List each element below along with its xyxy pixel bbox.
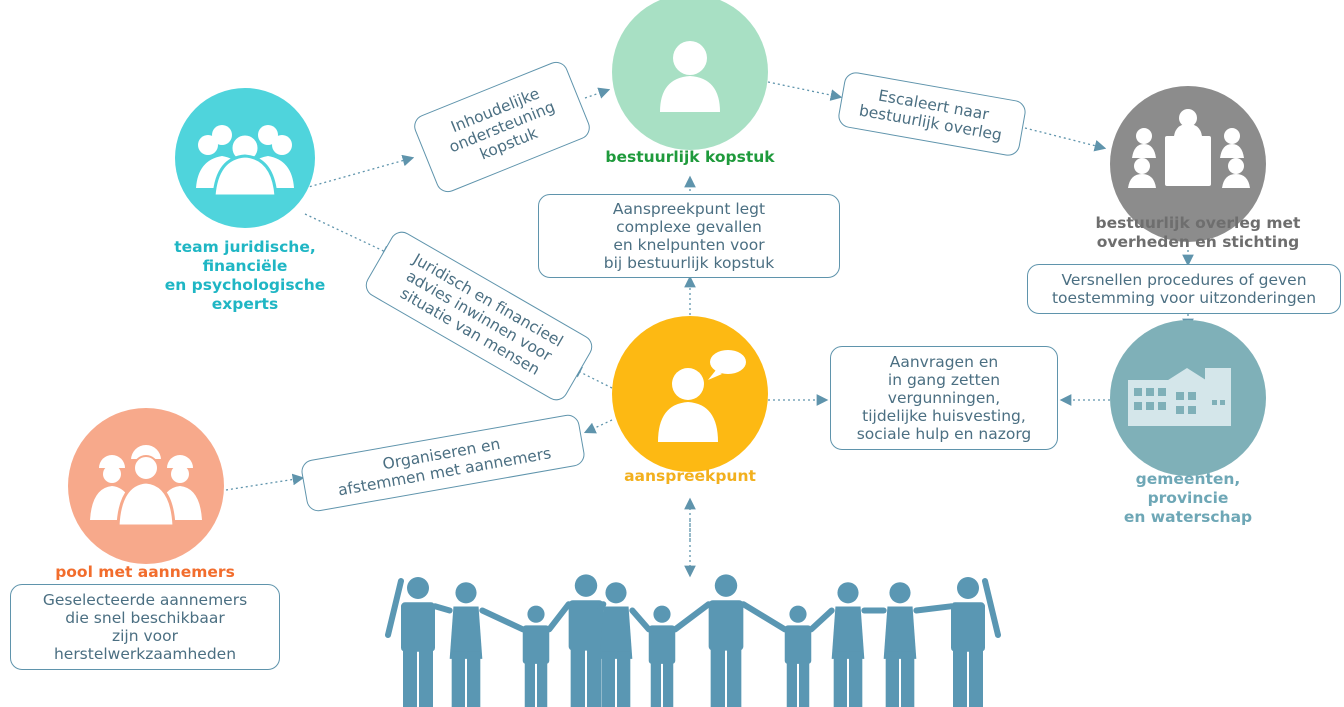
person-figure-body — [401, 602, 435, 652]
overleg-label: bestuurlijk overleg met overheden en sti… — [1095, 214, 1301, 251]
person-figure-leg — [403, 649, 417, 707]
holding-hands-arm — [546, 601, 572, 633]
holding-hands-arm — [913, 603, 954, 614]
overleg-node — [1110, 86, 1266, 242]
group-icon — [196, 125, 294, 198]
person-figure-head — [889, 582, 911, 604]
holding-hands-arm — [432, 603, 453, 614]
person-figure-head — [605, 582, 627, 604]
person-figure-body — [648, 625, 676, 664]
pool-label: pool met aannemers — [55, 563, 235, 581]
connector-inhoudelijke-to-kopstuk — [584, 87, 611, 99]
geselecteerde-text: Geselecteerde aannemers die snel beschik… — [42, 591, 248, 663]
aanspreekpunt-legt-text: Aanspreekpunt legt complexe gevallen en … — [603, 200, 775, 272]
aanvragen-box: Aanvragen en in gang zetten vergunningen… — [830, 346, 1058, 450]
person-figure-head — [407, 577, 429, 599]
person-figure-leg — [969, 649, 983, 707]
person-figure-head — [653, 605, 671, 623]
gemeenten-node — [1110, 320, 1266, 476]
person-figure-leg — [537, 661, 548, 707]
aanspreekpunt-legt-box: Aanspreekpunt legt complexe gevallen en … — [538, 194, 840, 278]
person-figure-leg — [727, 647, 742, 707]
aanvragen-text: Aanvragen en in gang zetten vergunningen… — [856, 353, 1032, 443]
person-figure-leg — [587, 647, 602, 707]
team-node — [175, 88, 315, 228]
person-figure-body — [883, 606, 917, 659]
person-figure-leg — [419, 649, 433, 707]
holding-hands-arm — [672, 601, 712, 633]
holding-hands-arm — [740, 601, 788, 633]
person-speech-icon — [658, 350, 746, 442]
person-figure-leg — [524, 661, 535, 707]
holding-hands-arm — [629, 607, 652, 633]
person-figure-leg — [710, 647, 725, 707]
kopstuk-label: bestuurlijk kopstuk — [605, 148, 775, 166]
aanspreekpunt-label: aanspreekpunt — [624, 467, 756, 485]
person-figure-head — [574, 574, 598, 597]
gemeenten-label: gemeenten, provincie en waterschap — [1123, 470, 1253, 526]
connector-kopstuk-to-escaleert — [767, 81, 843, 101]
person-figure-leg — [570, 647, 585, 707]
holding-hands-arm — [808, 607, 835, 633]
person-figure-head — [455, 582, 477, 604]
person-figure-leg — [833, 651, 847, 707]
connector-pool-to-organiseren — [225, 473, 305, 491]
person-figure-leg — [467, 651, 481, 707]
person-figure-leg — [953, 649, 967, 707]
person-figure-leg — [885, 651, 899, 707]
connectors — [225, 81, 1194, 578]
person-figure-head — [837, 582, 859, 604]
person-figure-leg — [849, 651, 863, 707]
aanspreekpunt-node — [612, 316, 768, 472]
person-figure-body — [951, 602, 985, 652]
person-figure-body — [708, 600, 744, 651]
people-group-icon — [385, 574, 1001, 707]
connector-escaleert-to-overleg — [1024, 127, 1107, 152]
connector-team-to-inhoudelijke — [304, 154, 415, 189]
holding-hands-arm — [596, 601, 607, 614]
person-figure-leg — [451, 651, 465, 707]
connector-team-to-juridisch — [304, 213, 395, 257]
kopstuk-node — [612, 0, 768, 150]
person-figure-head — [789, 605, 807, 623]
person-figure-arm — [385, 578, 404, 638]
person-figure-leg — [617, 651, 631, 707]
person-figure-head — [527, 605, 545, 623]
holding-hands-arm — [479, 607, 526, 633]
person-figure-body — [831, 606, 865, 659]
person-figure-head — [714, 574, 738, 597]
construction-workers-icon — [90, 443, 202, 528]
person-figure-head — [957, 577, 979, 599]
person-figure-arm — [982, 578, 1001, 638]
geselecteerde-box: Geselecteerde aannemers die snel beschik… — [10, 584, 280, 670]
buildings-icon — [1128, 368, 1231, 426]
versnellen-box: Versnellen procedures of geven toestemmi… — [1027, 264, 1341, 314]
person-figure-leg — [799, 661, 810, 707]
person-icon — [660, 41, 720, 112]
person-figure-leg — [650, 661, 661, 707]
connector-aanspreekpunt-to-organiseren — [583, 419, 613, 434]
team-label: team juridische, financiële en psycholog… — [164, 238, 326, 313]
person-figure-leg — [663, 661, 674, 707]
versnellen-text: Versnellen procedures of geven toestemmi… — [1051, 271, 1317, 307]
person-figure-body — [599, 606, 633, 659]
person-figure-body — [784, 625, 812, 664]
person-figure-body — [568, 600, 604, 651]
person-figure-leg — [601, 651, 615, 707]
person-figure-body — [449, 606, 483, 659]
meeting-table-icon — [1128, 109, 1250, 188]
person-figure-body — [522, 625, 550, 664]
pool-node — [68, 408, 224, 564]
person-figure-leg — [786, 661, 797, 707]
person-figure-leg — [901, 651, 915, 707]
